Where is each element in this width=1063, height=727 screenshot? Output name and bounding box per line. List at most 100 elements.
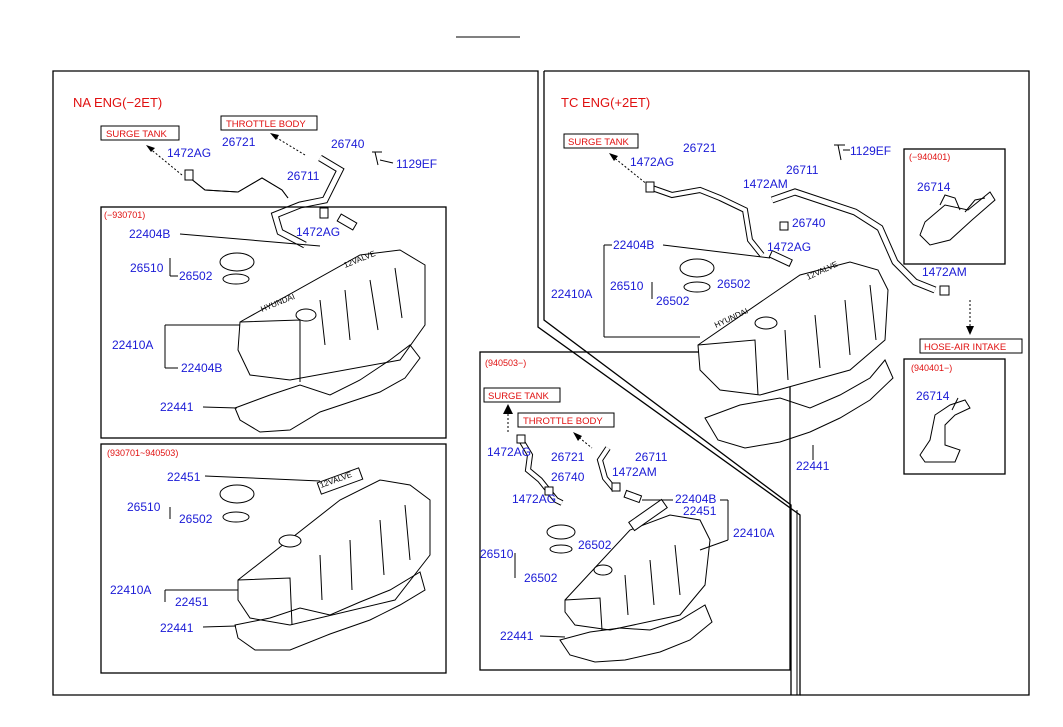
tc-clamp-1472ag: [645, 181, 655, 193]
na-label-26711: 26711: [287, 169, 320, 183]
mid-leader-22410a: [699, 539, 729, 551]
na-label-26740: 26740: [331, 137, 365, 151]
na-label-1472ag: 1472AG: [167, 146, 211, 160]
tc-clamp-1472am-b: [939, 285, 950, 296]
tc-label-26502-b: 26502: [656, 294, 690, 308]
tc-label-26502-a: 26502: [717, 277, 751, 291]
mid-pcv-valve: [623, 489, 643, 504]
tc-label-26714-b: 26714: [916, 389, 950, 403]
mid-cap-gasket: [549, 544, 573, 554]
na2-label-26510: 26510: [127, 500, 161, 514]
tc-surge-tank-label: SURGE TANK: [568, 137, 630, 148]
na-label-26510: 26510: [130, 261, 164, 275]
na-hose-26721-inner: [189, 177, 289, 199]
mid-label-26721: 26721: [551, 450, 585, 464]
mid-throttle-body-tag: [517, 412, 615, 428]
tc-hose-intake-arrowhead: [966, 326, 974, 335]
tc-label-26714-a: 26714: [917, 180, 951, 194]
na2-oil-cap: [219, 484, 255, 504]
tc-label-1472am-b: 1472AM: [922, 265, 967, 279]
na-leader-1129ef: [379, 159, 394, 164]
mid-label-1472ag: 1472AG: [487, 445, 531, 459]
na-throttle-body-label: THROTTLE BODY: [226, 119, 306, 130]
tc-section-title: TC ENG(+2ET): [561, 95, 650, 110]
tc-label-26740: 26740: [792, 216, 826, 230]
na-box-top-date: (−930701): [104, 210, 145, 220]
na-cap-gasket: [222, 273, 250, 285]
na-label-1472ag-b: 1472AG: [296, 225, 340, 239]
mid-throttle-body-label: THROTTLE BODY: [523, 416, 603, 427]
na-label-22404b-b: 22404B: [181, 361, 222, 375]
na-hose-26711-inner: [271, 155, 344, 248]
mid-box-date: (940503−): [485, 358, 526, 368]
mid-label-22441: 22441: [500, 629, 534, 643]
na-surge-arrowhead: [146, 145, 155, 152]
tc-pcv-valve: [768, 249, 793, 267]
na-bolt-1129ef: [372, 151, 382, 166]
tc-label-1472am: 1472AM: [743, 177, 788, 191]
mid-hose-26721-inner: [519, 438, 563, 505]
na-rocker-cover: HYUNDAI 12VALVE: [237, 249, 426, 382]
na-label-26502: 26502: [179, 269, 213, 283]
mid-throttle-arrow: [575, 434, 593, 449]
mid-gasket: [559, 604, 713, 663]
tc-label-22441: 22441: [796, 459, 830, 473]
tc-frame: [544, 70, 1030, 696]
mid-box: [479, 351, 791, 671]
mid-clamp-1472ag: [516, 434, 526, 444]
tc-label-1129ef: 1129EF: [850, 144, 891, 158]
mid-label-1472ag-b: 1472AG: [512, 492, 556, 506]
na2-label-22451: 22451: [167, 470, 201, 484]
na-label-1129ef: 1129EF: [396, 157, 437, 171]
tc-label-26721: 26721: [683, 141, 717, 155]
tc-gasket: [704, 359, 894, 449]
tc-hose-26711-inner: [771, 189, 936, 293]
na-throttle-arrow: [271, 134, 306, 156]
na-throttle-arrowhead: [270, 133, 279, 140]
na-surge-arrow: [147, 146, 183, 176]
na-box-top: [100, 206, 447, 439]
tc-label-22410a: 22410A: [551, 287, 592, 301]
tc-label-22404b: 22404B: [613, 238, 654, 252]
na-label-22404b: 22404B: [129, 227, 170, 241]
na-section-title: NA ENG(−2ET): [73, 95, 162, 110]
na2-leader-22451: [204, 475, 321, 482]
na-clamp-1472ag: [184, 169, 194, 181]
tc-label-26711: 26711: [786, 163, 819, 177]
tc-bracket-26714-a: [919, 191, 996, 246]
tc-bolt-1129ef: [834, 144, 845, 161]
na-box-bottom: [100, 443, 447, 674]
tc-label-1472ag: 1472AG: [630, 155, 674, 169]
na-label-22410a: 22410A: [112, 338, 153, 352]
mid-clamp-1472ag-b: [544, 486, 554, 496]
na-frame: [52, 70, 801, 696]
na-oil-cap: [219, 252, 255, 272]
tc-surge-tank-tag: [563, 133, 639, 149]
mid-surge-tank-tag: [483, 387, 561, 403]
mid-surge-arrowhead: [503, 404, 513, 414]
na2-leader-22441: [202, 625, 237, 628]
mid-label-26510: 26510: [480, 547, 514, 561]
na2-label-22441: 22441: [160, 621, 194, 635]
mid-leader-22441: [539, 635, 566, 638]
mid-hose-26711-inner: [597, 446, 617, 492]
tc-label-1472ag-b: 1472AG: [767, 240, 811, 254]
na2-gasket: [234, 571, 426, 651]
na-leader-22441: [202, 406, 238, 409]
na-surge-tank-tag: [100, 125, 180, 141]
tc-clamp-1472ag-b: [779, 221, 789, 231]
tc-oil-cap: [679, 258, 715, 278]
tc-hose-26721-inner: [651, 186, 764, 257]
mid-throttle-arrowhead: [573, 432, 582, 441]
mid-rocker-cover: [564, 498, 711, 631]
na-gasket: [234, 344, 421, 433]
mid-label-26502-a: 26502: [578, 538, 612, 552]
tc-label-26510: 26510: [610, 279, 644, 293]
tc-bracket-26714-b: [919, 397, 971, 463]
na2-label-22451-b: 22451: [175, 595, 209, 609]
na-label-26721: 26721: [222, 135, 256, 149]
na-surge-tank-label: SURGE TANK: [106, 129, 168, 140]
mid-label-22451: 22451: [683, 504, 717, 518]
tc-right-box-top-date: (−940401): [909, 152, 950, 162]
